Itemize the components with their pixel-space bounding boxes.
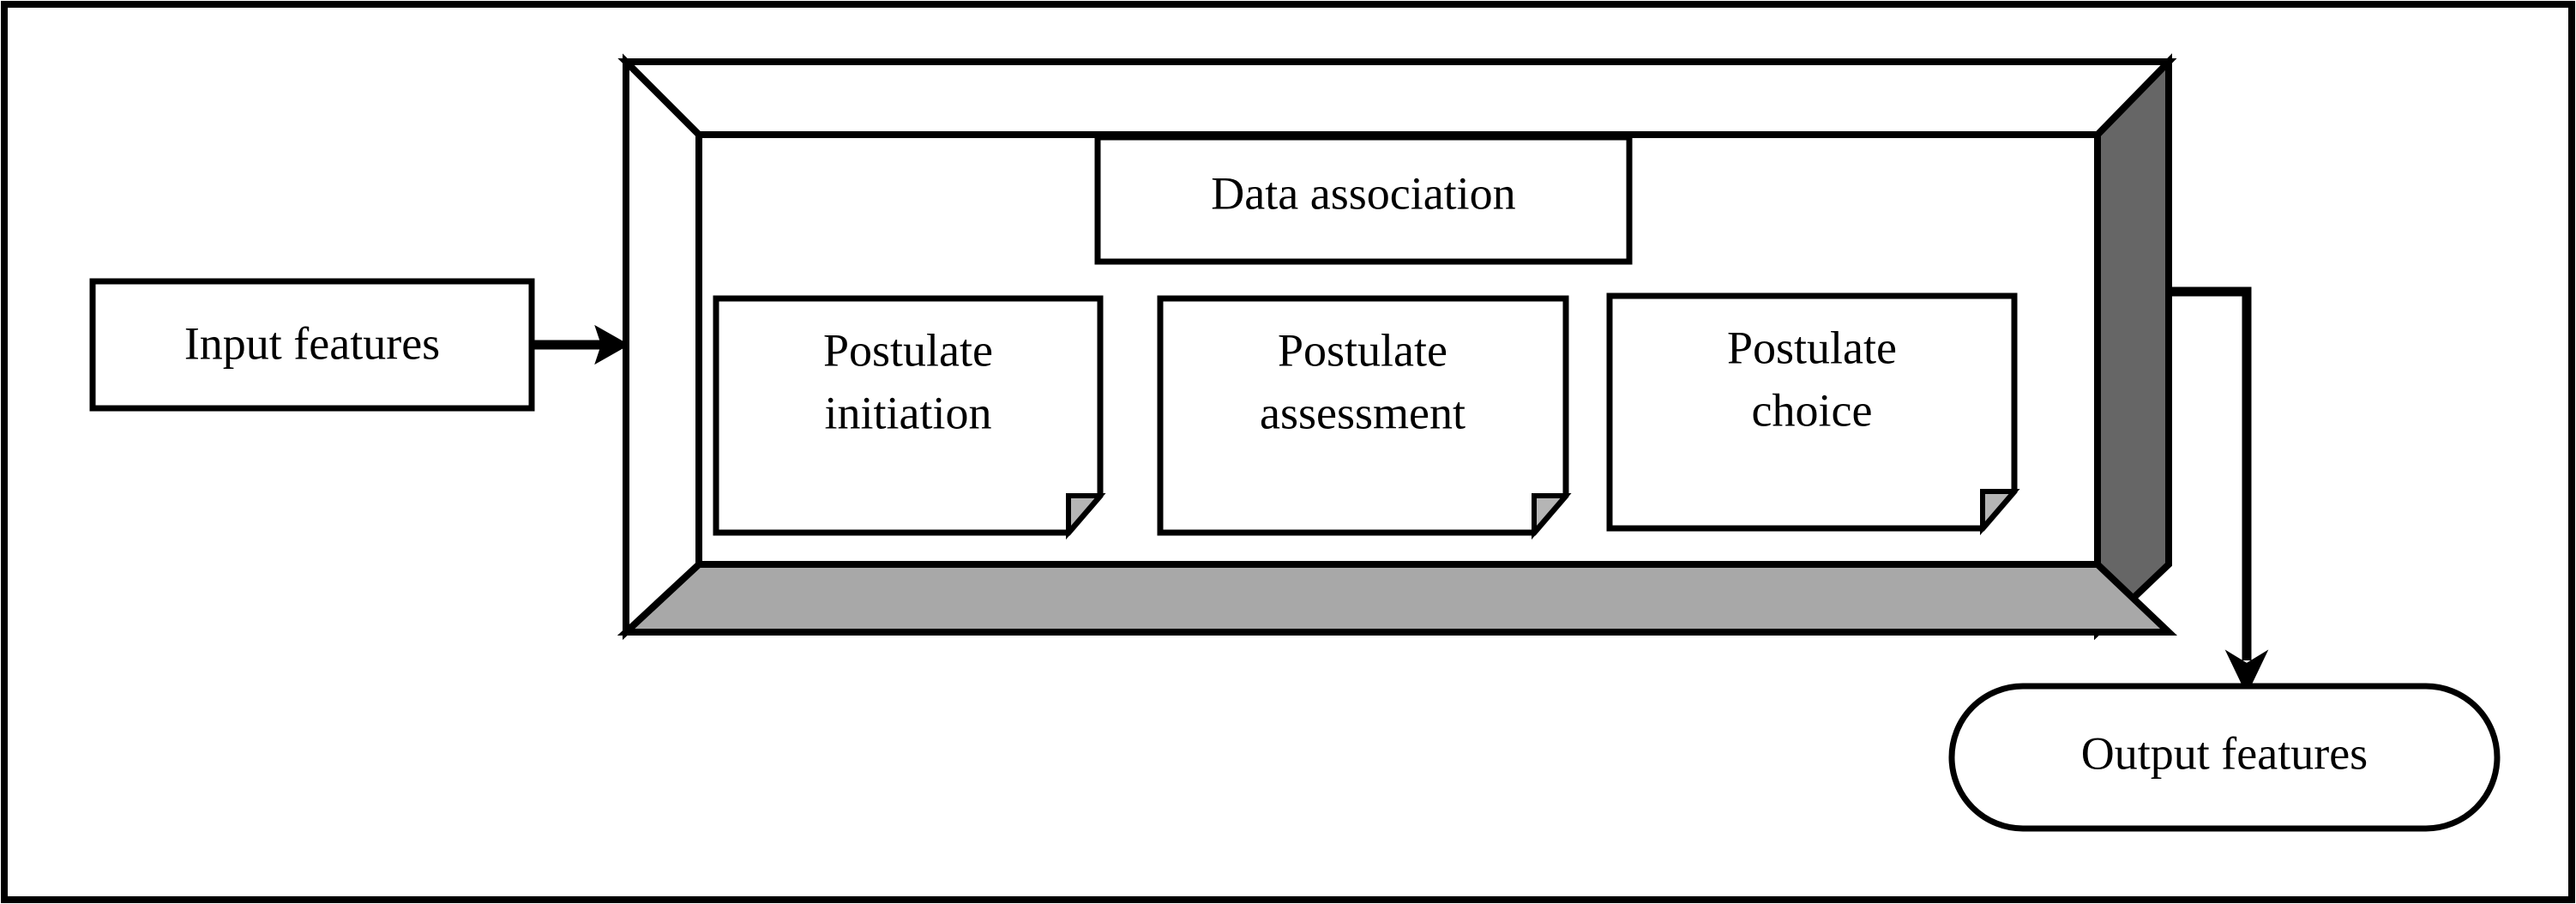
input-arrow-head (594, 324, 630, 365)
data-association-label: Data association (1211, 167, 1515, 219)
output-arrow-shaft (2170, 286, 2252, 660)
output-features-label: Output features (2081, 727, 2368, 779)
output-features-box[interactable] (1948, 683, 2501, 832)
postulate-initiation-label-line2: initiation (825, 387, 992, 438)
postulate-choice-label-line1: Postulate (1727, 322, 1897, 373)
postulate-assessment-fold (1532, 493, 1572, 540)
postulate-assessment-label-line2: assessment (1260, 387, 1466, 438)
input-features-label: Input features (184, 317, 440, 369)
postulate-choice-label-line2: choice (1752, 384, 1873, 436)
output-arrow-head (2224, 649, 2269, 696)
postulate-initiation-fold (1066, 493, 1106, 540)
postulate-initiation-label-line1: Postulate (823, 324, 993, 376)
input-features-box[interactable] (89, 278, 535, 412)
postulate-choice-fold (1980, 489, 2020, 536)
container-top-face (617, 58, 2177, 138)
container-right-face (2094, 53, 2172, 641)
container-left-face (623, 53, 702, 641)
container-bottom-face (617, 561, 2178, 636)
data-association-box[interactable] (1094, 134, 1633, 265)
postulate-assessment-label-line1: Postulate (1278, 324, 1447, 376)
